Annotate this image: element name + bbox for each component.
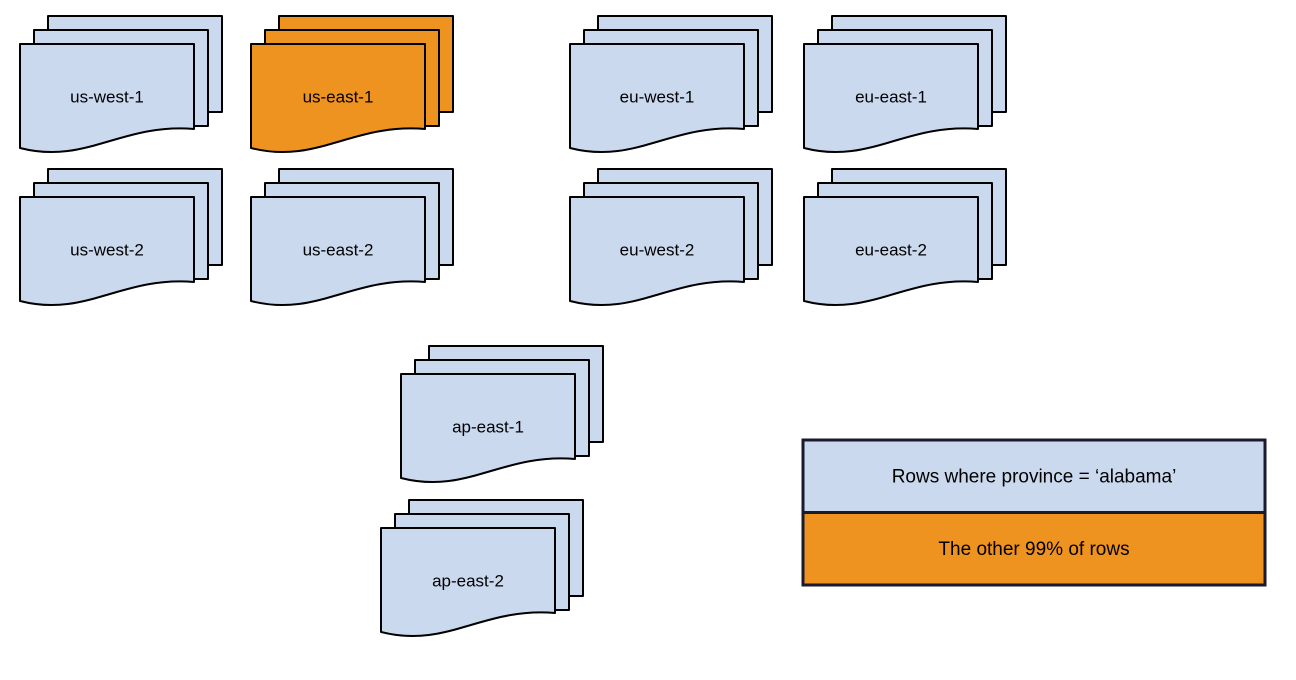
document-stack-label: ap-east-2 bbox=[432, 571, 504, 590]
document-stack-eu-west-1[interactable]: eu-west-1 bbox=[569, 15, 773, 153]
document-stack-label: us-east-1 bbox=[303, 87, 374, 106]
document-stack-label: eu-west-2 bbox=[620, 240, 695, 259]
document-sheet-front bbox=[569, 43, 745, 153]
document-stack-label: us-west-2 bbox=[70, 240, 144, 259]
document-stack-eu-west-2[interactable]: eu-west-2 bbox=[569, 168, 773, 306]
document-stack-us-west-2[interactable]: us-west-2 bbox=[19, 168, 223, 306]
document-stack-label: eu-west-1 bbox=[620, 87, 695, 106]
document-stack-eu-east-2[interactable]: eu-east-2 bbox=[803, 168, 1007, 306]
legend: Rows where province = ‘alabama’ The other… bbox=[801, 438, 1267, 587]
document-sheet-front bbox=[19, 43, 195, 153]
document-sheet-front bbox=[19, 196, 195, 306]
document-sheet-front bbox=[380, 527, 556, 637]
document-sheet-front bbox=[250, 196, 426, 306]
legend-swatch-legend-rows-alabama bbox=[801, 438, 1267, 514]
document-stack-ap-east-1[interactable]: ap-east-1 bbox=[400, 345, 604, 483]
document-stack-label: eu-east-1 bbox=[855, 87, 927, 106]
document-stack-label: eu-east-2 bbox=[855, 240, 927, 259]
legend-label-legend-other-rows: The other 99% of rows bbox=[938, 539, 1129, 560]
document-stack-label: us-west-1 bbox=[70, 87, 144, 106]
document-stack-eu-east-1[interactable]: eu-east-1 bbox=[803, 15, 1007, 153]
document-stack-us-west-1[interactable]: us-west-1 bbox=[19, 15, 223, 153]
document-sheet-front bbox=[569, 196, 745, 306]
document-stack-label: us-east-2 bbox=[303, 240, 374, 259]
document-sheet-front bbox=[400, 373, 576, 483]
legend-swatch-legend-other-rows bbox=[801, 511, 1267, 587]
document-sheet-front bbox=[250, 43, 426, 153]
document-stack-ap-east-2[interactable]: ap-east-2 bbox=[380, 499, 584, 637]
document-sheet-front bbox=[803, 43, 979, 153]
document-stack-us-east-2[interactable]: us-east-2 bbox=[250, 168, 454, 306]
document-stacks-layer: us-west-1 us-east-1 eu-west-1 eu-east-1 us-w… bbox=[19, 15, 1007, 637]
legend-label-legend-rows-alabama: Rows where province = ‘alabama’ bbox=[892, 466, 1177, 487]
document-sheet-front bbox=[803, 196, 979, 306]
document-stack-us-east-1[interactable]: us-east-1 bbox=[250, 15, 454, 153]
document-stack-label: ap-east-1 bbox=[452, 417, 524, 436]
